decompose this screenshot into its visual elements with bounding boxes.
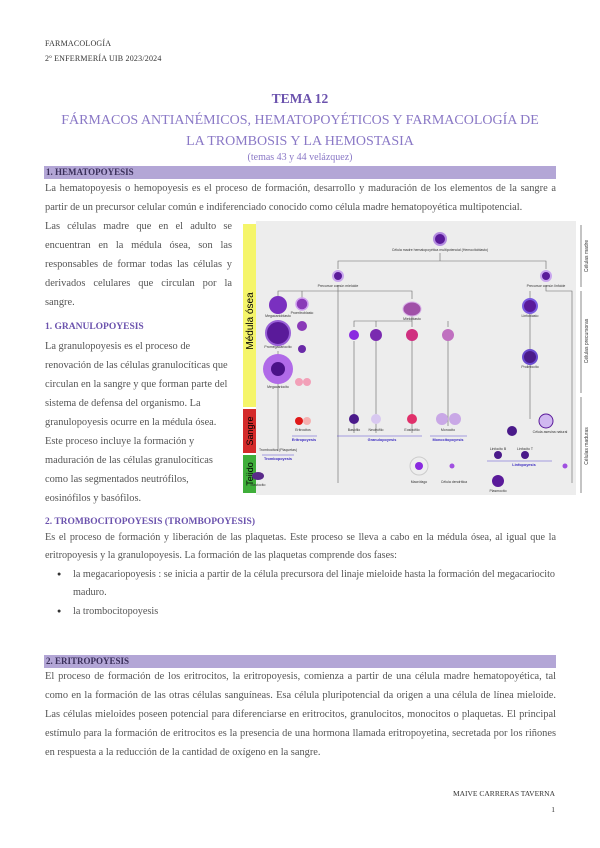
list-item: la trombocitopoyesis bbox=[45, 603, 556, 621]
label-prolinfocito: Prolinfocito bbox=[521, 365, 538, 369]
label-trombocitos: Trombocitos (Plaquetas) bbox=[259, 448, 297, 452]
label-linfo-t: Linfocito T bbox=[517, 447, 534, 451]
tema-number: TEMA 12 bbox=[271, 91, 329, 106]
cell-eritroblasto-ortocromatico bbox=[298, 345, 306, 353]
stage-label-maduras: Células maduras bbox=[584, 427, 590, 465]
section-heading-granulopoyesis: 1. GRANULOPOYESIS bbox=[45, 322, 144, 332]
header-subject: FARMACOLOGÍA bbox=[45, 39, 112, 48]
header-course: 2º ENFERMERÍA UIB 2023/2024 bbox=[45, 54, 162, 63]
stage-label-precursoras: Células precursoras bbox=[584, 318, 590, 363]
label-linfoide: Precursor común linfoide bbox=[527, 284, 566, 288]
band-label-sangre: Sangre bbox=[245, 416, 255, 445]
band-label-tejido: Tejido bbox=[245, 462, 255, 486]
label-neutrofilo: Neutrófilo bbox=[369, 428, 384, 432]
label-linfo-b: Linfocito B bbox=[490, 447, 507, 451]
trombocitopoyesis-list: la megacariopoyesis : se inicia a partir… bbox=[45, 566, 556, 621]
label-mieloblasto: Mieloblasto bbox=[403, 317, 421, 321]
process-trombopoyesis: Trombopoyesis bbox=[264, 457, 292, 461]
footer-author: MAIVE CARRERAS TAVERNA bbox=[452, 789, 555, 798]
paragraph-hematopoyesis: La hematopoyesis o hemopoyesis es el pro… bbox=[45, 183, 556, 213]
cell-plasmocito bbox=[492, 475, 504, 487]
cell-linfo-b bbox=[494, 451, 502, 459]
label-basofilo: Basófilo bbox=[348, 428, 361, 432]
label-plasmocito: Plasmocito bbox=[489, 489, 506, 493]
cell-linfo-t bbox=[521, 451, 529, 459]
cell-nk bbox=[538, 413, 554, 429]
cell-eosinofilo bbox=[407, 414, 417, 424]
cell-neutrofilo bbox=[371, 414, 381, 424]
band-label-medula: Médula ósea bbox=[245, 292, 256, 350]
cell-monocito bbox=[449, 413, 461, 425]
hematopoiesis-diagram: Médula ósea Sangre Tejido Células madre … bbox=[242, 221, 592, 495]
list-item: la megacariopoyesis : se inicia a partir… bbox=[45, 566, 556, 601]
paragraph-celulas-madre: Las células madre que en el adulto se en… bbox=[45, 221, 232, 308]
cell-proeritroblasto bbox=[295, 297, 309, 311]
cell-mastocito bbox=[252, 472, 264, 480]
label-dendritica: Célula dendrítica bbox=[441, 480, 467, 484]
section-heading-hematopoyesis: 1. HEMATOPOYESIS bbox=[44, 166, 556, 179]
label-hsc: Célula madre hematopoyética multipotenci… bbox=[392, 248, 488, 252]
cell-pequeno-linfocito bbox=[507, 426, 517, 436]
process-linfopoyesis: Linfopoyesis bbox=[512, 463, 535, 467]
cells bbox=[252, 232, 568, 487]
process-granulopoyesis: Granulopoyesis bbox=[368, 438, 397, 442]
cell-mieloide bbox=[332, 270, 344, 282]
page-title: FÁRMACOS ANTIANÉMICOS, HEMATOPOYÉTICOS Y… bbox=[61, 113, 539, 149]
label-mieloide: Precursor común mieloide bbox=[318, 284, 359, 288]
cell-eritroblasto bbox=[297, 321, 307, 331]
label-monocito: Monocito bbox=[441, 428, 455, 432]
paragraph-granulopoyesis: La granulopoyesis es el proceso de renov… bbox=[45, 341, 228, 504]
section-heading-trombocitopoyesis: 2. TROMBOCITOPOYESIS (TROMBOPOYESIS) bbox=[45, 517, 256, 527]
page-subtitle: (temas 43 y 44 velázquez) bbox=[247, 152, 353, 163]
process-monocitopoyesis: Monocitopoyesis bbox=[432, 438, 463, 442]
band-tejido bbox=[243, 455, 256, 493]
paragraph-trombocitopoyesis: Es el proceso de formación y liberación … bbox=[45, 532, 556, 561]
section-heading-eritropoyesis: 2. ERITROPOYESIS bbox=[44, 655, 556, 668]
label-megacariocito: Megacariocito bbox=[267, 385, 289, 389]
cell-dendritica bbox=[449, 463, 455, 469]
label-linfoblasto: Linfoblasto bbox=[522, 314, 539, 318]
cell-megacarioblasto bbox=[269, 296, 287, 314]
label-eritrocitos: Eritrocitos bbox=[295, 428, 311, 432]
band-sangre bbox=[243, 409, 256, 453]
label-mastocito: Mastocito bbox=[251, 483, 266, 487]
label-proeritroblasto: Proeritroblasto bbox=[291, 311, 314, 315]
label-promegacariocito: Promegacariocito bbox=[264, 345, 291, 349]
process-eritropoyesis: Eritropoyesis bbox=[292, 438, 316, 442]
paragraph-eritropoyesis: El proceso de formación de los eritrocit… bbox=[45, 671, 556, 758]
cell-linfoblasto bbox=[522, 298, 538, 314]
page-number: 1 bbox=[551, 805, 555, 814]
label-nk: Célula asesina natural bbox=[533, 430, 568, 434]
cell-prolinfocito bbox=[522, 349, 538, 365]
label-eosinofilo: Eosinófilo bbox=[404, 428, 419, 432]
label-macrofago: Macrófago bbox=[411, 480, 428, 484]
cell-basofilo bbox=[349, 414, 359, 424]
cell-promielocito-b bbox=[349, 330, 359, 340]
label-megacarioblasto: Megacarioblasto bbox=[265, 314, 291, 318]
cell-promegacariocito bbox=[265, 320, 291, 346]
cell-mieloblasto bbox=[402, 301, 422, 317]
cell-linfoide bbox=[540, 270, 552, 282]
stage-label-madre: Células madre bbox=[584, 240, 590, 272]
band-medula bbox=[243, 224, 256, 407]
cell-hsc bbox=[433, 232, 447, 246]
